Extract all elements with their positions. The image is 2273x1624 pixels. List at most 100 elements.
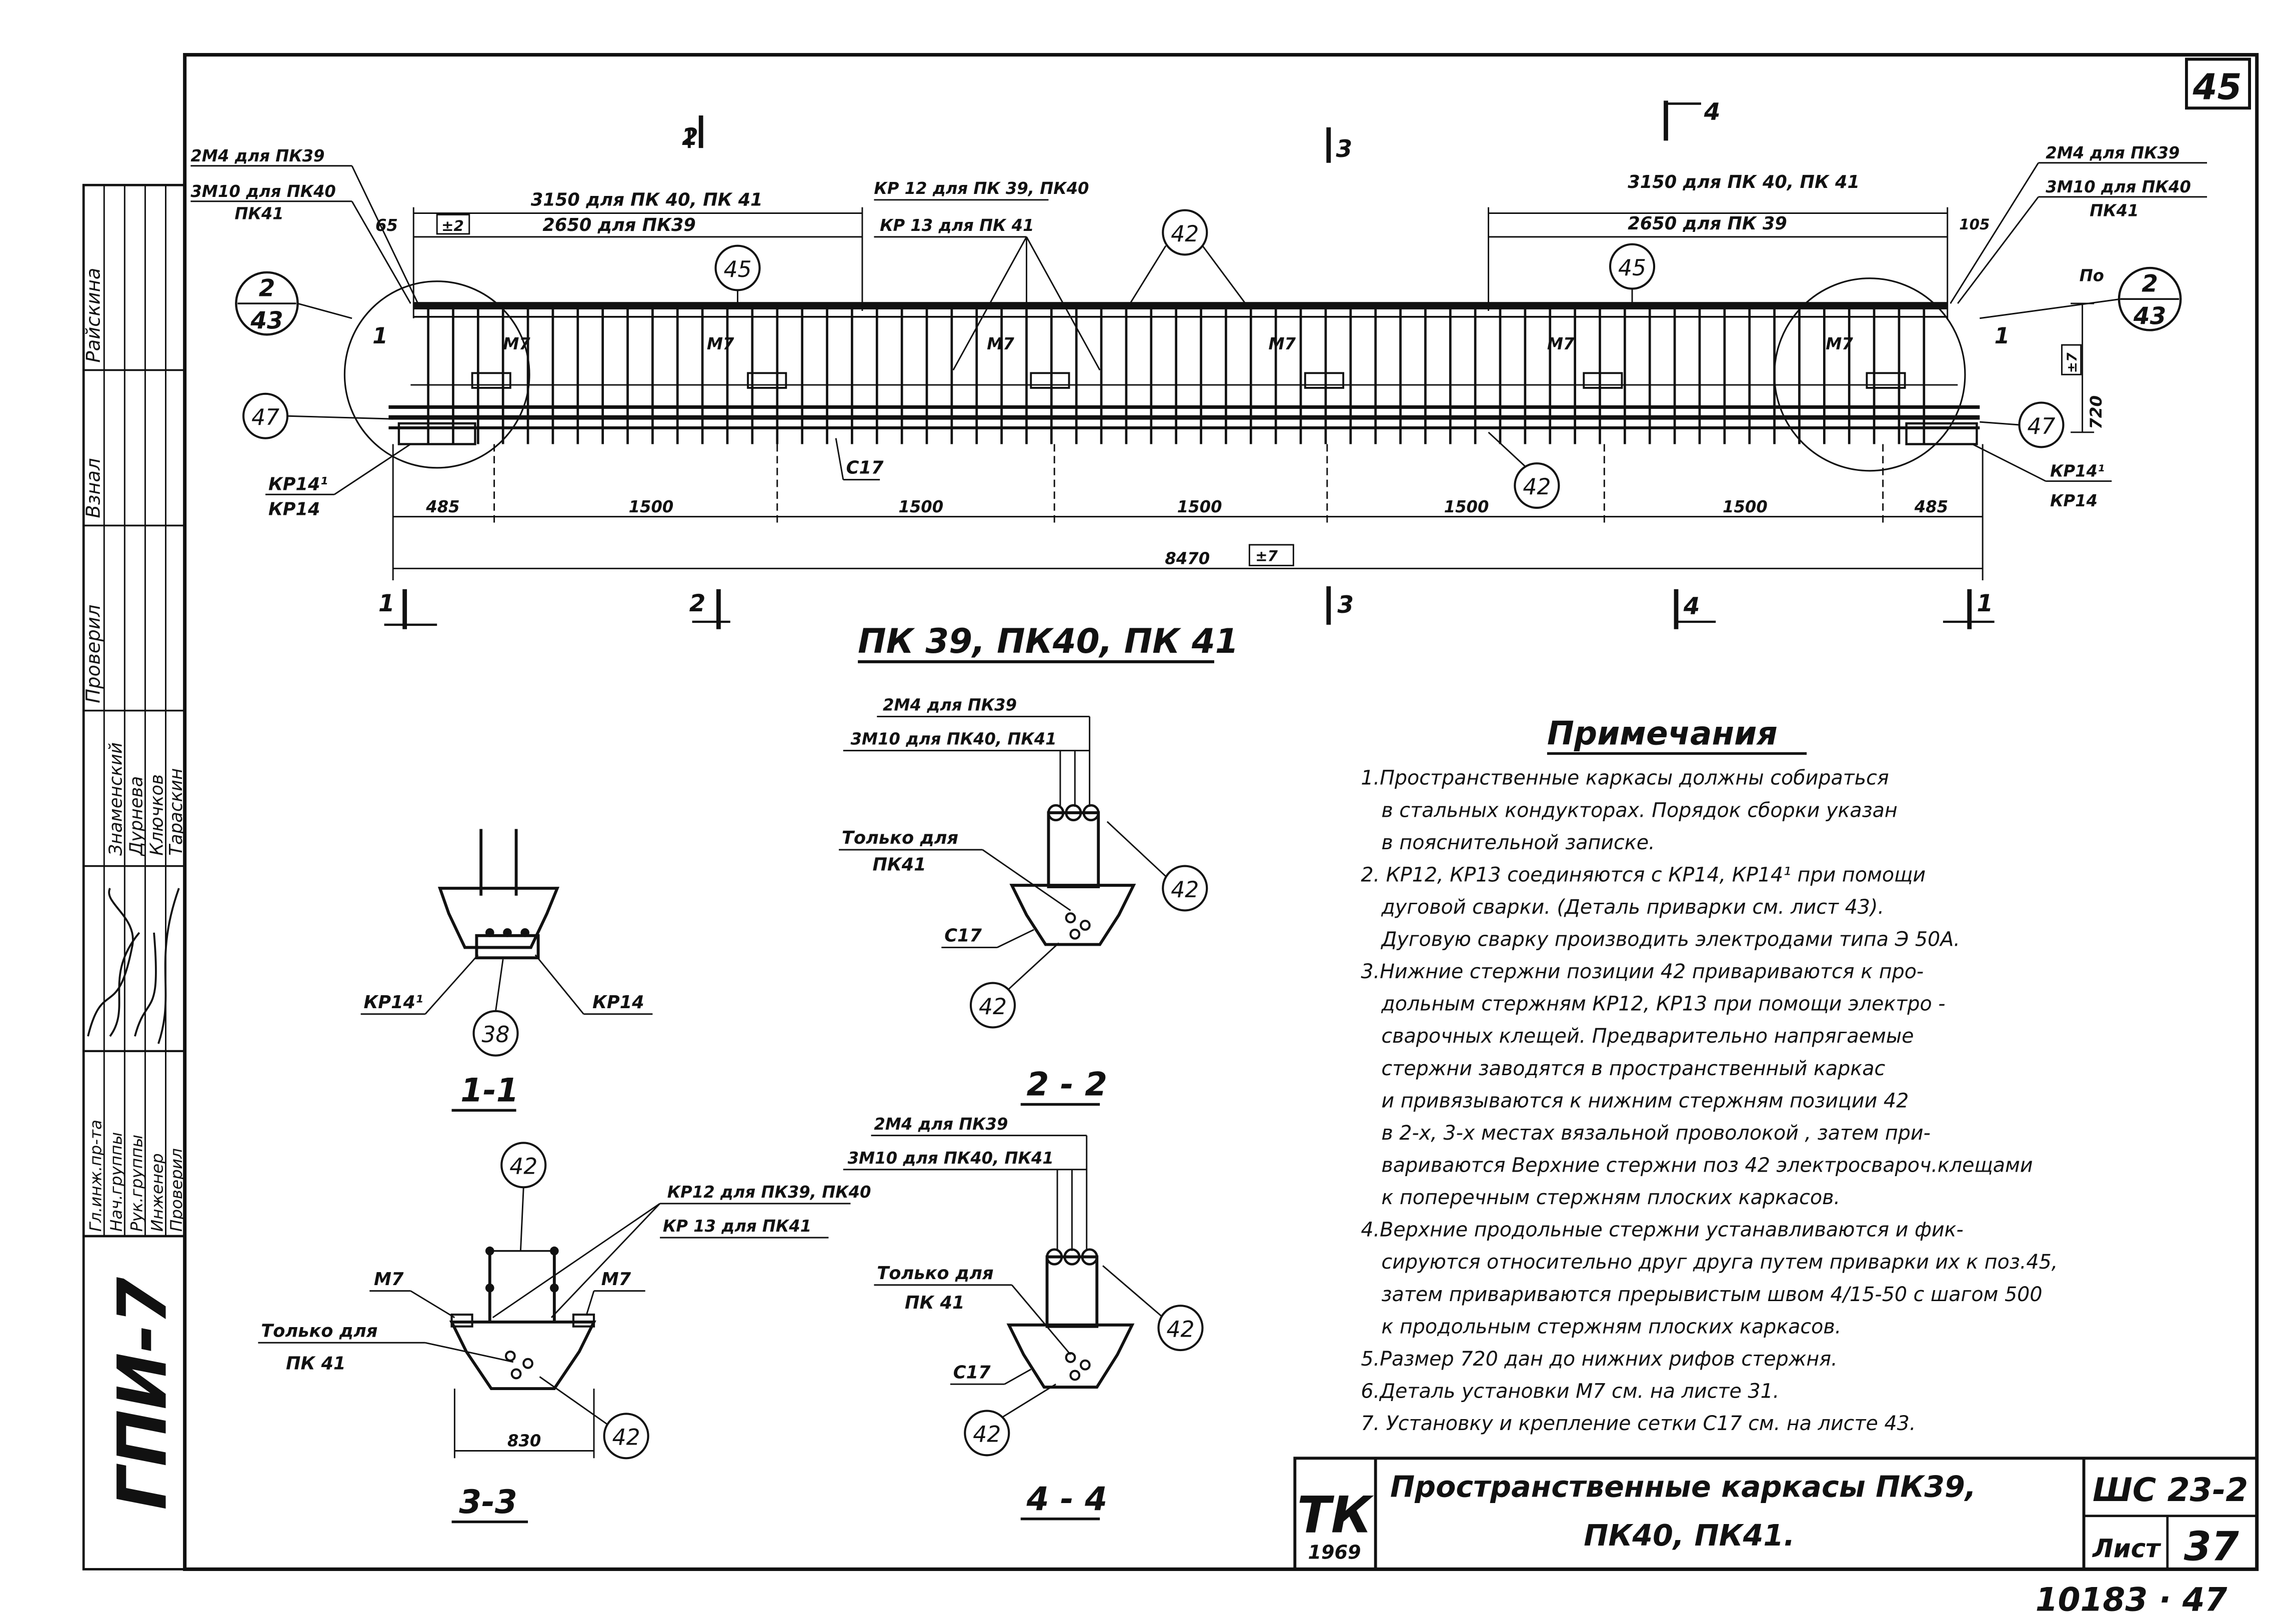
mark-47-left: 47 <box>251 405 279 430</box>
corner-sheet-number: 45 <box>2193 66 2242 107</box>
s33-title: 3-3 <box>459 1484 517 1521</box>
bottom-dim-1: 485 <box>425 497 459 516</box>
s11-right-label: КР14 <box>592 992 644 1013</box>
kr13-callout: КР 13 для ПК 41 <box>880 216 1034 235</box>
cut-1-left-mid: 1 <box>372 323 388 349</box>
position-mark-47-right: 47 <box>1980 401 2065 448</box>
right-offset: 105 <box>1959 216 1990 233</box>
right-callout-2m4: 2М4 для ПК39 <box>2046 143 2180 162</box>
note-line: 4.Верхние продольные стержни устанавлива… <box>1361 1218 1963 1241</box>
height-dim: 720 <box>2087 395 2106 429</box>
left-callout-3m10: 3М10 для ПК40 <box>190 182 335 201</box>
bottom-dim-3: 1500 <box>898 497 943 516</box>
cut-1-right-mid: 1 <box>1995 323 2010 349</box>
sheet-frame: 45 10183 · 47 <box>183 53 2259 1619</box>
s22-mark-right: 42 <box>1171 877 1199 903</box>
mark-45-right: 45 <box>1618 255 1646 281</box>
stamp-top-label-1: Проверил <box>82 605 105 703</box>
s33-mark-bottom: 42 <box>612 1425 640 1450</box>
bottom-dim-7: 485 <box>1914 497 1948 516</box>
title-block-line-2: ПК40, ПК41. <box>1584 1518 1795 1553</box>
signature-scribbles <box>87 888 180 1044</box>
title-block-line-1: Пространственные каркасы ПК39, <box>1390 1469 1976 1504</box>
left-offset: 65 <box>375 216 398 235</box>
s33-only-2: ПК 41 <box>286 1353 345 1374</box>
bottom-dim-2: 1500 <box>629 497 674 516</box>
overall-tolerance: ±7 <box>1255 547 1278 564</box>
s44-mark-bottom: 42 <box>973 1422 1001 1448</box>
s33-kr12: КР12 для ПК39, ПК40 <box>667 1183 871 1202</box>
dim-left-upper: 3150 для ПК 40, ПК 41 <box>531 190 763 210</box>
title-block-year: 1969 <box>1308 1542 1361 1564</box>
mark-47-right: 47 <box>2028 414 2056 439</box>
note-line: стержни заводятся в пространственный кар… <box>1381 1057 1885 1080</box>
right-callout-3m10: 3М10 для ПК40 <box>2046 177 2191 196</box>
s44-top-2: 3М10 для ПК40, ПК41 <box>848 1149 1054 1168</box>
kr14-prime-left: КР14¹ <box>268 474 328 494</box>
cut-1-left-label: 1 <box>378 590 395 617</box>
detail-ref-right-bottom: 43 <box>2133 302 2166 330</box>
m7-label-2: М7 <box>707 334 734 353</box>
s33-width: 830 <box>507 1431 541 1450</box>
detail-ref-left-bottom: 43 <box>250 307 283 334</box>
s22-top-1: 2М4 для ПК39 <box>883 695 1017 714</box>
stamp-top-label-3: Райскина <box>82 268 105 363</box>
dim-right-lower: 2650 для ПК 39 <box>1628 213 1787 234</box>
s44-top-1: 2М4 для ПК39 <box>874 1115 1008 1134</box>
m7-label-3: М7 <box>987 334 1014 353</box>
s44-mesh: С17 <box>953 1362 991 1383</box>
s22-top-2: 3М10 для ПК40, ПК41 <box>850 730 1056 749</box>
m7-plates <box>471 372 1906 389</box>
bottom-dim-5: 1500 <box>1444 497 1489 516</box>
main-elevation: 3150 для ПК 40, ПК 41 2650 для ПК39 ±2 3… <box>190 98 2207 663</box>
section-1-1: КР14¹ КР14 38 1-1 <box>360 829 653 1112</box>
note-line: 3.Нижние стержни позиции 42 привариваютс… <box>1361 960 1924 983</box>
note-line: в пояснительной записке. <box>1381 831 1655 854</box>
cut-2-top-label: 2 <box>682 123 698 151</box>
detail-ref-right-prefix: По <box>2080 266 2104 285</box>
notes-lines: 1.Пространственные каркасы должны собира… <box>1361 767 2058 1436</box>
s11-left-label: КР14¹ <box>364 992 423 1013</box>
s11-title: 1-1 <box>460 1072 519 1109</box>
side-stamp: Гл.инж.пр-та Нач.группы Рук.группы Инжен… <box>82 183 186 1571</box>
s44-only-1: Только для <box>877 1263 993 1284</box>
notes: Примечания 1.Пространственные каркасы до… <box>1361 715 2058 1435</box>
mark-42-top: 42 <box>1171 221 1199 247</box>
section-2-2: 2М4 для ПК39 3М10 для ПК40, ПК41 Только … <box>838 695 1208 1106</box>
s22-title: 2 - 2 <box>1026 1066 1107 1103</box>
stamp-role-4: Инженер <box>148 1153 167 1232</box>
mark-42-bottom: 42 <box>1523 474 1551 500</box>
frame-body <box>388 302 1980 445</box>
position-mark-45-left: 45 <box>714 244 761 305</box>
cut-3-top-label: 3 <box>1336 135 1352 163</box>
note-line: сируются относительно друг друга путем п… <box>1381 1251 2058 1274</box>
s33-kr13: КР 13 для ПК41 <box>663 1217 811 1236</box>
m7-label-6: М7 <box>1826 334 1853 353</box>
note-line: 7. Установку и крепление сетки С17 см. н… <box>1361 1412 1916 1435</box>
title-block-sheet-label: Лист <box>2092 1534 2162 1563</box>
title-block: ТК 1969 Пространственные каркасы ПК39, П… <box>1293 1457 2259 1571</box>
s22-mesh: С17 <box>944 925 982 946</box>
s33-only-1: Только для <box>261 1321 377 1341</box>
transverse-bars <box>427 309 1926 444</box>
cut-3-bottom-label: 3 <box>1337 591 1354 619</box>
section-3-3: 42 КР12 для ПК39, ПК40 КР 13 для ПК41 М7… <box>258 1142 871 1524</box>
mesh-label-main: С17 <box>846 458 884 478</box>
position-mark-42-top: 42 <box>1128 209 1247 306</box>
kr14-prime-right: КР14¹ <box>2050 462 2105 481</box>
stamp-role-5: Проверил <box>167 1148 186 1232</box>
mark-45-left: 45 <box>724 257 752 282</box>
note-line: 1.Пространственные каркасы должны собира… <box>1361 767 1889 790</box>
note-line: Дуговую сварку производить электродами т… <box>1380 928 1960 951</box>
dim-right-upper: 3150 для ПК 40, ПК 41 <box>1628 172 1860 192</box>
stamp-role-1: Гл.инж.пр-та <box>86 1120 105 1232</box>
s44-mark-right: 42 <box>1167 1317 1195 1342</box>
stamp-role-2: Нач.группы <box>107 1132 126 1232</box>
note-line: сварочных клещей. Предварительно напряга… <box>1381 1025 1914 1048</box>
left-callout-2m4: 2М4 для ПК39 <box>190 146 324 165</box>
bottom-dim-6: 1500 <box>1723 497 1768 516</box>
bottom-dimension-chain: 485 1500 1500 1500 1500 1500 485 8470 ±7 <box>392 444 1984 580</box>
s11-mark: 38 <box>482 1022 510 1048</box>
note-line: дуговой сварки. (Деталь приварки см. лис… <box>1381 896 1884 919</box>
